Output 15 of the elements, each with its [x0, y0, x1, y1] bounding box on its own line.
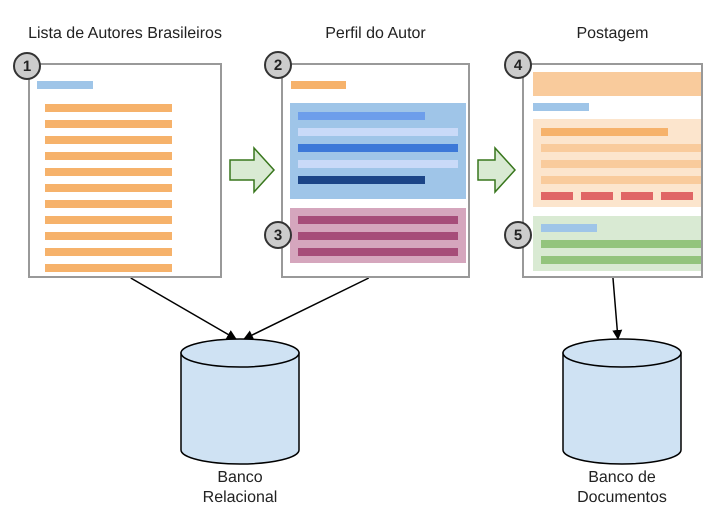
step-number: 1	[13, 52, 41, 80]
step-number: 5	[504, 221, 532, 249]
block-arrow	[477, 146, 516, 194]
arrow	[612, 278, 622, 340]
page-title: Lista de Autores Brasileiros	[28, 24, 222, 44]
arrow	[130, 277, 237, 340]
arrow	[243, 277, 370, 340]
page-title: Perfil do Autor	[324, 24, 427, 44]
page-title: Postagem	[575, 24, 650, 44]
step-number: 3	[264, 221, 292, 249]
block-arrow	[229, 146, 276, 194]
database-label: Banco Relacional	[202, 468, 278, 508]
database-label: Banco de Documentos	[576, 468, 668, 508]
step-number: 2	[264, 51, 292, 79]
step-number: 4	[504, 51, 532, 79]
